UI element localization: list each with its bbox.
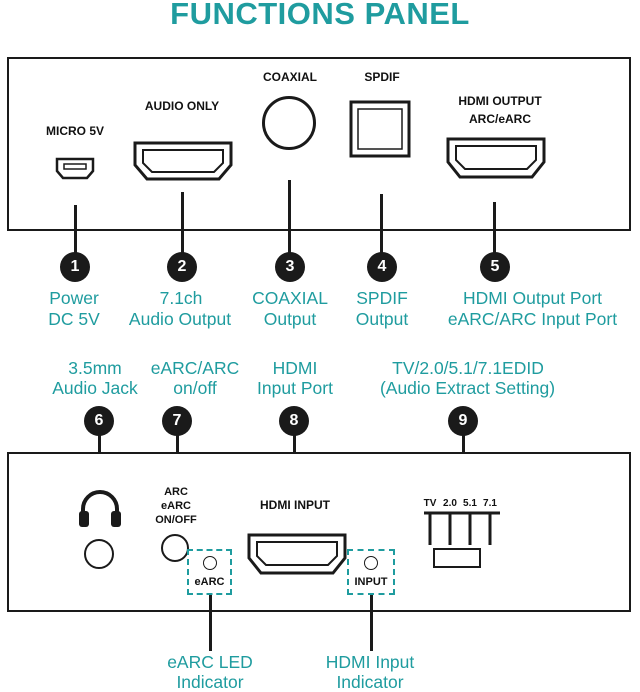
arc-switch-label: ON/OFF (155, 514, 197, 526)
leader-line (74, 205, 77, 255)
callout-number: 4 (367, 252, 397, 282)
callout-text: DC 5V (48, 309, 100, 329)
micro-usb-port (55, 157, 95, 180)
callout-text: Audio Output (128, 309, 232, 329)
bottom-panel (7, 452, 631, 612)
top-panel (7, 57, 631, 231)
edid-label: 2.0 (443, 498, 457, 509)
callout-number: 5 (480, 252, 510, 282)
indicator-text: eARC LED (167, 652, 253, 672)
hdmi-input-label: HDMI INPUT (260, 498, 330, 512)
headphone-icon (79, 490, 121, 527)
callout-number: 1 (60, 252, 90, 282)
indicator-text: Indicator (176, 672, 244, 692)
arc-toggle-button (161, 534, 189, 562)
callout-text: 7.1ch (159, 288, 203, 308)
edid-label: 5.1 (463, 498, 477, 509)
callout-text: Input Port (257, 378, 333, 398)
leader-line (493, 202, 496, 255)
earc-led-label: eARC (194, 576, 225, 588)
callout-text: Audio Jack (52, 378, 138, 398)
callout-text: COAXIAL (252, 288, 328, 308)
hdmi-output-port (446, 137, 546, 179)
arc-switch-label: ARC (164, 486, 188, 498)
audio-only-label: AUDIO ONLY (144, 99, 220, 113)
callout-number: 7 (162, 406, 192, 436)
hdmi-output-label-1: HDMI OUTPUT (458, 94, 542, 108)
leader-line (370, 595, 373, 651)
callout-text: (Audio Extract Setting) (379, 378, 556, 398)
hdmi-output-label-2: ARC/eARC (468, 112, 531, 126)
hdmi-audio-port (133, 141, 233, 181)
callout-text: Power (49, 288, 99, 308)
callout-text: eARC/ARC Input Port (447, 309, 618, 329)
callout-number: 8 (279, 406, 309, 436)
leader-line (288, 180, 291, 255)
leader-line (181, 192, 184, 255)
input-led-label: INPUT (354, 576, 388, 588)
callout-text: Output (263, 309, 317, 329)
edid-label: 7.1 (483, 498, 497, 509)
hdmi-input-port (247, 533, 347, 575)
callout-number: 6 (84, 406, 114, 436)
callout-text: on/off (173, 378, 217, 398)
indicator-text: HDMI Input (325, 652, 415, 672)
callout-text: Output (355, 309, 409, 329)
callout-text: TV/2.0/5.1/7.1EDID (392, 358, 544, 378)
callout-text: HDMI Output Port (462, 288, 603, 308)
callout-text: HDMI (272, 358, 318, 378)
earc-led (203, 556, 217, 570)
callout-number: 2 (167, 252, 197, 282)
indicator-text: Indicator (336, 672, 404, 692)
spdif-port (349, 100, 411, 158)
callout-text: eARC/ARC (150, 358, 240, 378)
callout-text: 3.5mm (68, 358, 122, 378)
edid-selector-switch (424, 511, 500, 568)
page-title: FUNCTIONS PANEL (170, 0, 470, 31)
callout-text: SPDIF (356, 288, 408, 308)
input-led-box (347, 549, 395, 595)
coaxial-label: COAXIAL (263, 70, 317, 84)
callout-number: 3 (275, 252, 305, 282)
arc-switch-label: eARC (161, 500, 191, 512)
callout-number: 9 (448, 406, 478, 436)
coaxial-port (262, 96, 316, 150)
leader-line (380, 194, 383, 255)
audio-jack (84, 539, 114, 569)
edid-label: TV (423, 498, 437, 509)
input-led (364, 556, 378, 570)
spdif-label: SPDIF (364, 70, 400, 84)
micro-usb-label: MICRO 5V (45, 124, 104, 138)
earc-led-box (187, 549, 232, 595)
leader-line (209, 595, 212, 651)
